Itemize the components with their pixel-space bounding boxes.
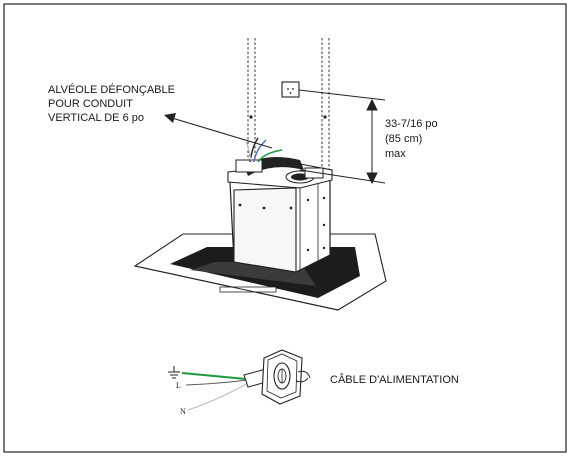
duct-fixing-point (323, 115, 327, 119)
height-callout: 33-7/16 po (85 cm) max (385, 118, 438, 160)
knockout-label-line-3: VERTICAL DE 6 po (48, 112, 144, 124)
duct-guide-lines (247, 38, 330, 178)
height-label-line-1: 33-7/16 po (385, 118, 438, 130)
live-wire (185, 379, 248, 386)
neutral-wire-label: N (180, 407, 186, 416)
outlet-box (281, 81, 300, 98)
housing-rivets (238, 196, 326, 252)
height-label-line-2: (85 cm) (385, 133, 422, 145)
supply-wires (245, 137, 283, 163)
ground-wire (181, 372, 247, 380)
motor-housing-front (233, 187, 297, 273)
knockout-pointer-arrow (164, 113, 273, 149)
live-wire-label: L (176, 381, 181, 390)
knockout-callout: ALVÉOLE DÉFONÇABLE POUR CONDUIT VERTICAL… (48, 83, 175, 124)
range-hood-illustration (133, 38, 387, 311)
height-label-line-3: max (385, 148, 406, 160)
ground-icon (168, 366, 180, 379)
power-cable-label: CÂBLE D'ALIMENTATION (330, 373, 459, 386)
junction-box (235, 159, 263, 173)
neutral-wire (187, 382, 249, 411)
power-cable-detail: L N (168, 349, 311, 416)
light-bar (219, 286, 277, 293)
duct-fixing-point (249, 115, 253, 119)
knockout-label-line-2: POUR CONDUIT (48, 98, 133, 110)
height-dimension (298, 89, 386, 185)
knockout-label-line-1: ALVÉOLE DÉFONÇABLE (48, 83, 175, 96)
